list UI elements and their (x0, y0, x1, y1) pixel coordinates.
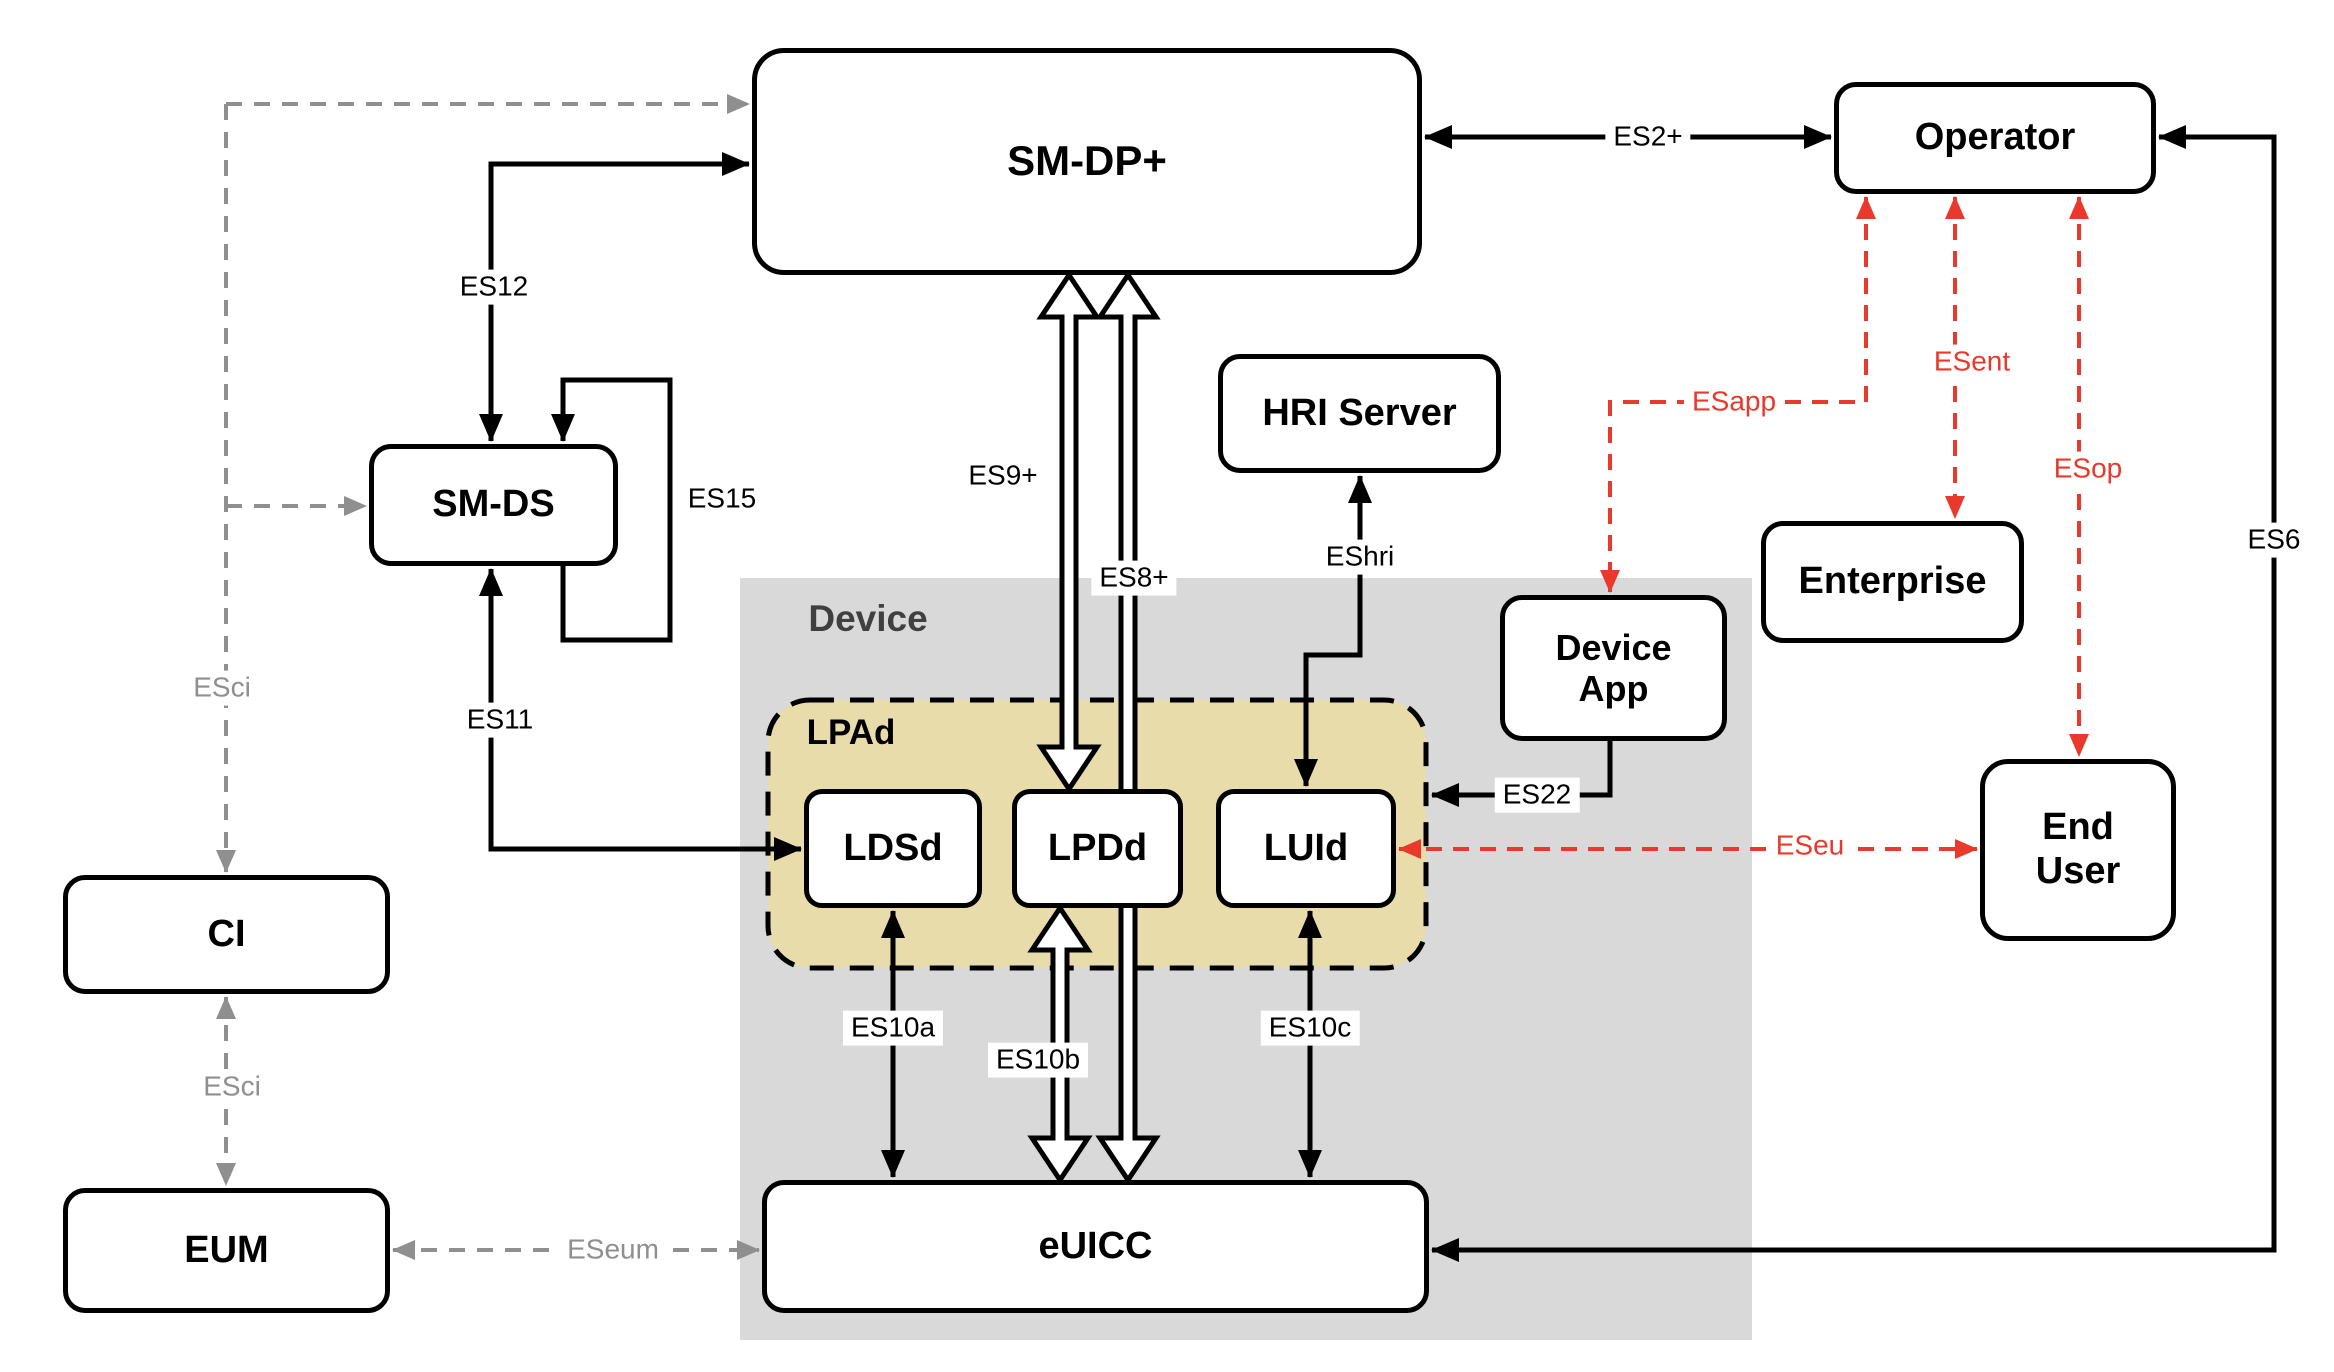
esop-label: ESop (2045, 451, 2131, 487)
es9-label: ES9+ (968, 459, 1038, 491)
node-lpdd: LPDd (1012, 789, 1183, 908)
node-sm-dp-plus-label: SM-DP+ (1007, 137, 1167, 185)
node-ldsd: LDSd (804, 789, 982, 908)
es10a-label: ES10a (842, 1010, 944, 1046)
esapp-label: ESapp (1683, 384, 1785, 420)
esci-upper-label: ESci (185, 670, 259, 706)
node-eum-label: EUM (184, 1228, 269, 1271)
node-hri-server: HRI Server (1218, 354, 1501, 473)
es12-arrow (479, 152, 750, 442)
es10b-label: ES10b (987, 1042, 1089, 1078)
node-hri-server-label: HRI Server (1262, 391, 1457, 434)
es6-arrow (1431, 125, 2277, 1262)
es6-label: ES6 (2239, 522, 2309, 558)
es15-label: ES15 (687, 482, 757, 514)
device-area-label: Device (808, 598, 928, 639)
es22-label: ES22 (1494, 777, 1580, 813)
node-sm-ds-label: SM-DS (432, 483, 555, 526)
node-luid-label: LUId (1263, 826, 1349, 869)
es12-label: ES12 (451, 269, 537, 305)
node-ci-label: CI (207, 912, 246, 955)
eshri-label: EShri (1317, 539, 1403, 575)
esci-upper-arrow (216, 94, 750, 873)
node-ldsd-label: LDSd (843, 826, 943, 869)
node-operator: Operator (1834, 82, 2156, 194)
node-enterprise: Enterprise (1761, 521, 2024, 643)
node-luid: LUId (1216, 789, 1396, 908)
eseum-label: ESeum (559, 1232, 667, 1268)
esent-label: ESent (1925, 344, 2019, 380)
node-enterprise-label: Enterprise (1798, 560, 1987, 603)
node-device-app-label: Device App (1555, 626, 1672, 709)
node-end-user: End User (1980, 759, 2176, 941)
es2-label: ES2+ (1605, 119, 1691, 155)
es11-arrow (479, 568, 802, 861)
node-sm-ds: SM-DS (369, 444, 618, 566)
es11-label: ES11 (458, 702, 542, 738)
node-euicc: eUICC (762, 1180, 1429, 1313)
es8-label: ES8+ (1091, 560, 1177, 596)
lpad-label: LPAd (806, 713, 896, 752)
node-operator-label: Operator (1914, 116, 2076, 159)
node-end-user-label: End User (2035, 806, 2121, 892)
eseu-label: ESeu (1767, 828, 1853, 864)
node-lpdd-label: LPDd (1047, 826, 1148, 869)
node-eum: EUM (63, 1188, 390, 1313)
node-ci: CI (63, 875, 390, 994)
node-device-app: Device App (1500, 595, 1727, 741)
node-sm-dp-plus: SM-DP+ (752, 48, 1422, 275)
esci-lower-label: ESci (195, 1069, 269, 1105)
node-euicc-label: eUICC (1038, 1224, 1153, 1267)
es10c-label: ES10c (1260, 1010, 1360, 1046)
